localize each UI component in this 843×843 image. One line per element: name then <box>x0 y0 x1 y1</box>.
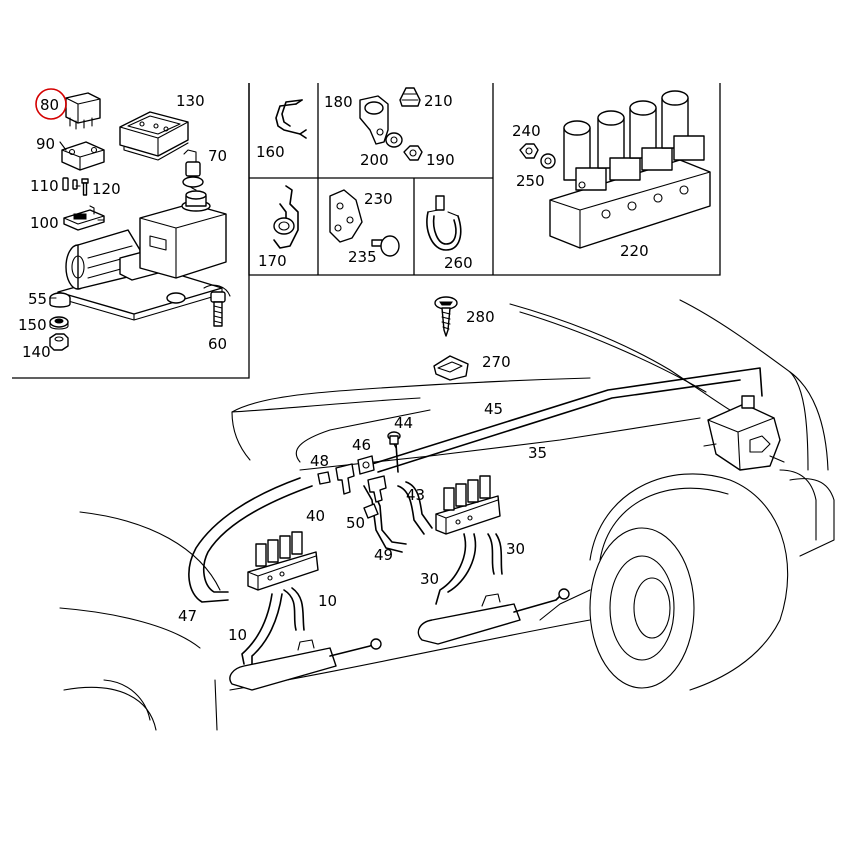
clamp-260-part[interactable] <box>426 195 462 251</box>
callout-235[interactable]: 235 <box>348 248 377 266</box>
callout-160[interactable]: 160 <box>256 143 285 161</box>
nut-240-part[interactable] <box>519 143 539 159</box>
callout-240[interactable]: 240 <box>512 122 541 140</box>
callout-43[interactable]: 43 <box>406 486 425 504</box>
fitting-44-part[interactable] <box>387 431 401 445</box>
fitting-46-part[interactable] <box>357 455 375 475</box>
pump-motor-part[interactable] <box>57 149 231 321</box>
callout-270[interactable]: 270 <box>482 353 511 371</box>
control-unit-part[interactable] <box>119 111 189 161</box>
t-connector-part[interactable] <box>335 463 355 495</box>
washer-200-part[interactable] <box>385 132 403 148</box>
bracket-part[interactable] <box>61 141 105 171</box>
rear-strut[interactable] <box>417 588 570 645</box>
hydraulic-lines <box>188 367 763 665</box>
callout-230[interactable]: 230 <box>364 190 393 208</box>
clip-270-part[interactable] <box>433 355 469 381</box>
callout-44[interactable]: 44 <box>394 414 413 432</box>
front-valve-unit[interactable] <box>247 531 319 591</box>
callout-100[interactable]: 100 <box>30 214 59 232</box>
washer-250-part[interactable] <box>540 153 556 169</box>
callout-30-lower[interactable]: 30 <box>420 570 439 588</box>
highlight-ring <box>35 88 67 120</box>
callout-10-lower[interactable]: 10 <box>228 626 247 644</box>
leader-lines <box>49 141 397 449</box>
callout-150[interactable]: 150 <box>18 316 47 334</box>
callout-210[interactable]: 210 <box>424 92 453 110</box>
callout-220[interactable]: 220 <box>620 242 649 260</box>
bolt-part[interactable] <box>210 291 226 327</box>
callout-45[interactable]: 45 <box>484 400 503 418</box>
grommet-110-part[interactable] <box>62 177 78 191</box>
callout-280[interactable]: 280 <box>466 308 495 326</box>
callout-80[interactable]: 80 <box>40 96 59 114</box>
gasket-230-part[interactable] <box>329 189 363 243</box>
valve-bracket-180-part[interactable] <box>359 95 389 145</box>
callout-170[interactable]: 170 <box>258 252 287 270</box>
callout-70[interactable]: 70 <box>208 147 227 165</box>
callout-180[interactable]: 180 <box>324 93 353 111</box>
callout-190[interactable]: 190 <box>426 151 455 169</box>
washer-part[interactable] <box>49 316 69 330</box>
callout-200[interactable]: 200 <box>360 151 389 169</box>
fitting-50-part[interactable] <box>363 503 379 519</box>
car-body-outline <box>59 299 835 731</box>
rear-pump-unit[interactable] <box>703 395 785 471</box>
callout-47[interactable]: 47 <box>178 607 197 625</box>
callout-260[interactable]: 260 <box>444 254 473 272</box>
screw-280-part[interactable] <box>434 296 458 337</box>
callout-49[interactable]: 49 <box>374 546 393 564</box>
mount-plate-part[interactable] <box>63 205 105 231</box>
bracket-160-part[interactable] <box>275 99 307 139</box>
relay-part[interactable] <box>65 92 101 130</box>
rear-valve-unit[interactable] <box>435 475 501 535</box>
callout-130[interactable]: 130 <box>176 92 205 110</box>
pump-assembly-panel <box>49 92 231 351</box>
valve-block-220-part[interactable] <box>549 90 711 249</box>
rubber-mount-part[interactable] <box>49 292 71 308</box>
callout-10-upper[interactable]: 10 <box>318 592 337 610</box>
callout-120[interactable]: 120 <box>92 180 121 198</box>
nozzle-210-part[interactable] <box>399 87 421 107</box>
callout-110[interactable]: 110 <box>30 177 59 195</box>
callout-46[interactable]: 46 <box>352 436 371 454</box>
callout-40[interactable]: 40 <box>306 507 325 525</box>
nut-190-part[interactable] <box>403 145 423 161</box>
nut-part[interactable] <box>49 333 69 351</box>
callout-140[interactable]: 140 <box>22 343 51 361</box>
fitting-48-part[interactable] <box>317 471 331 485</box>
screw-120-part[interactable] <box>81 178 89 196</box>
callout-55[interactable]: 55 <box>28 290 47 308</box>
callout-90[interactable]: 90 <box>36 135 55 153</box>
plug-235-part[interactable] <box>371 235 400 257</box>
front-strut[interactable] <box>229 638 382 691</box>
callout-35[interactable]: 35 <box>528 444 547 462</box>
callout-60[interactable]: 60 <box>208 335 227 353</box>
t-connector-2-part[interactable] <box>367 475 387 503</box>
callout-250[interactable]: 250 <box>516 172 545 190</box>
callout-labels: 80 130 90 70 110 120 100 55 150 140 60 1… <box>18 88 649 644</box>
callout-50[interactable]: 50 <box>346 514 365 532</box>
callout-48[interactable]: 48 <box>310 452 329 470</box>
detail-frames <box>12 83 721 379</box>
clip-170-part[interactable] <box>273 185 299 249</box>
callout-30-upper[interactable]: 30 <box>506 540 525 558</box>
